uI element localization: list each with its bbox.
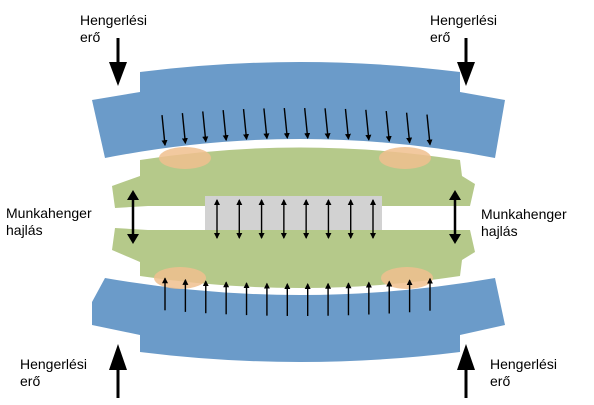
label-force-top-right: Hengerlési erő	[430, 12, 497, 45]
top-backup-roll	[92, 62, 505, 158]
top-pressure-arrow	[324, 108, 331, 140]
force-arrow-bottom-left	[109, 344, 127, 398]
top-pressure-arrow	[222, 110, 229, 142]
top-pressure-arrow	[202, 111, 209, 143]
top-pressure-arrow	[385, 111, 392, 143]
top-pressure-arrows	[161, 107, 433, 147]
bend-arrow-left	[127, 190, 139, 244]
top-pressure-arrow	[181, 113, 188, 145]
top-pressure-arrow	[405, 112, 413, 144]
top-pressure-arrow	[426, 114, 433, 146]
force-arrow-top-left	[109, 38, 127, 86]
top-pressure-arrow	[161, 115, 168, 147]
bottom-backup-roll	[92, 278, 505, 362]
strip-pressure-arrows	[214, 199, 376, 239]
bend-arrow-right	[449, 190, 461, 244]
top-pressure-arrow	[283, 107, 290, 140]
label-force-bottom-right: Hengerlési erő	[490, 356, 557, 389]
top-pressure-arrow	[242, 109, 250, 141]
bottom-pressure-arrows	[162, 277, 433, 316]
top-pressure-arrow	[263, 108, 270, 140]
force-arrow-bottom-right	[457, 344, 475, 398]
label-bend-left: Munkahenger hajlás	[6, 205, 92, 238]
contact-zone-top-left	[159, 147, 211, 169]
contact-zone-top-right	[379, 147, 431, 169]
label-bend-right: Munkahenger hajlás	[481, 206, 567, 239]
top-pressure-arrow	[344, 108, 351, 140]
label-force-top-left: Hengerlési erő	[80, 12, 147, 45]
label-force-bottom-left: Hengerlési erő	[20, 356, 87, 389]
top-pressure-arrow	[365, 109, 372, 141]
top-pressure-arrow	[303, 107, 311, 140]
contact-zone-bottom-left	[154, 267, 206, 289]
contact-zone-bottom-right	[381, 267, 433, 289]
force-arrow-top-right	[457, 38, 475, 86]
